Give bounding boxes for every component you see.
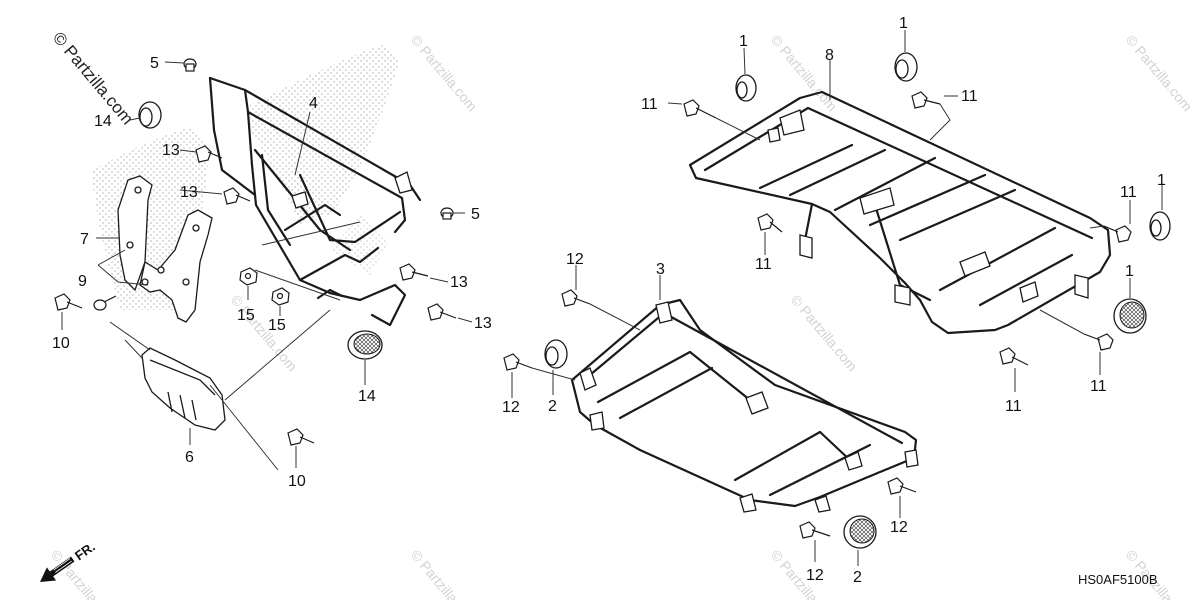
callout-11: 11 [641,96,658,113]
grommet [1149,211,1171,241]
bolt [503,353,533,371]
bolt [799,521,831,539]
callout-7: 7 [80,231,89,248]
callout-8: 8 [825,47,834,64]
bolt [999,347,1029,366]
callout-12: 12 [806,567,824,584]
watermark: © Partzilla.com [408,32,481,115]
callout-11: 11 [961,88,978,105]
nut [239,267,258,286]
callout-11: 11 [1090,378,1107,395]
bolt [223,187,251,205]
callout-2: 2 [548,398,557,415]
callout-2: 2 [853,569,862,586]
callout-1: 1 [739,33,748,50]
callout-1: 1 [1157,172,1166,189]
callout-3: 3 [656,261,665,278]
bolt [399,263,429,281]
front-carrier [208,76,422,327]
bolt [440,207,454,220]
callout-14: 14 [94,113,112,130]
callout-13: 13 [474,315,492,332]
bolt [757,213,783,233]
mesh-cushion [347,330,383,360]
callout-1: 1 [1125,263,1134,280]
bolt [183,58,197,72]
cushion-parts [138,52,1171,549]
callout-11: 11 [1120,184,1137,201]
bolt [911,91,941,109]
callout-10: 10 [52,335,70,352]
leader-lines [61,30,1163,566]
skid-plate [141,347,226,431]
grommet [735,74,757,102]
bolt [561,289,591,307]
watermark: © Partzilla.com [768,547,841,600]
callout-14: 14 [358,388,376,405]
callout-12: 12 [566,251,584,268]
fasteners [54,58,1132,539]
callout-1: 1 [899,15,908,32]
callout-11: 11 [1005,398,1022,415]
front-guard [117,175,213,323]
bolt [93,295,117,311]
bolt [1103,225,1132,243]
callout-6: 6 [185,449,194,466]
bolt [887,477,917,495]
callout-12: 12 [502,399,520,416]
body-shading [330,215,390,275]
grommet [138,101,162,129]
callout-5: 5 [471,206,480,223]
watermark: © Partzilla.com [408,547,481,600]
grommet [544,339,568,369]
callout-5: 5 [150,55,159,72]
bolt [287,428,315,446]
front-label: FR. [72,539,98,563]
grommet [894,52,918,82]
watermark: © Partzilla.com [228,292,301,375]
callout-11: 11 [755,256,772,273]
bolt [195,145,223,163]
rear-carrier [688,90,1112,335]
callout-13: 13 [162,142,180,159]
nut [271,287,290,306]
bolt [54,293,83,311]
callout-13: 13 [180,184,198,201]
diagram-code: HS0AF5100B [1078,572,1158,587]
watermark: © Partzilla.com [788,292,861,375]
callout-13: 13 [450,274,468,291]
callout-15: 15 [268,317,286,334]
callouts: 5 4 5 14 13 13 7 9 13 13 15 15 10 14 6 1… [52,15,1166,586]
callout-4: 4 [309,95,318,112]
callout-12: 12 [890,519,908,536]
bolt [427,303,457,321]
callout-15: 15 [237,307,255,324]
floor-carrier [570,298,919,513]
mesh-cushion [843,515,877,549]
mesh-cushion [1113,298,1147,334]
callout-9: 9 [78,273,87,290]
bolt [683,99,717,119]
callout-10: 10 [288,473,306,490]
bolt [1083,333,1114,351]
watermark: © Partzilla.com [1123,32,1196,115]
arrow-icon [40,556,75,582]
